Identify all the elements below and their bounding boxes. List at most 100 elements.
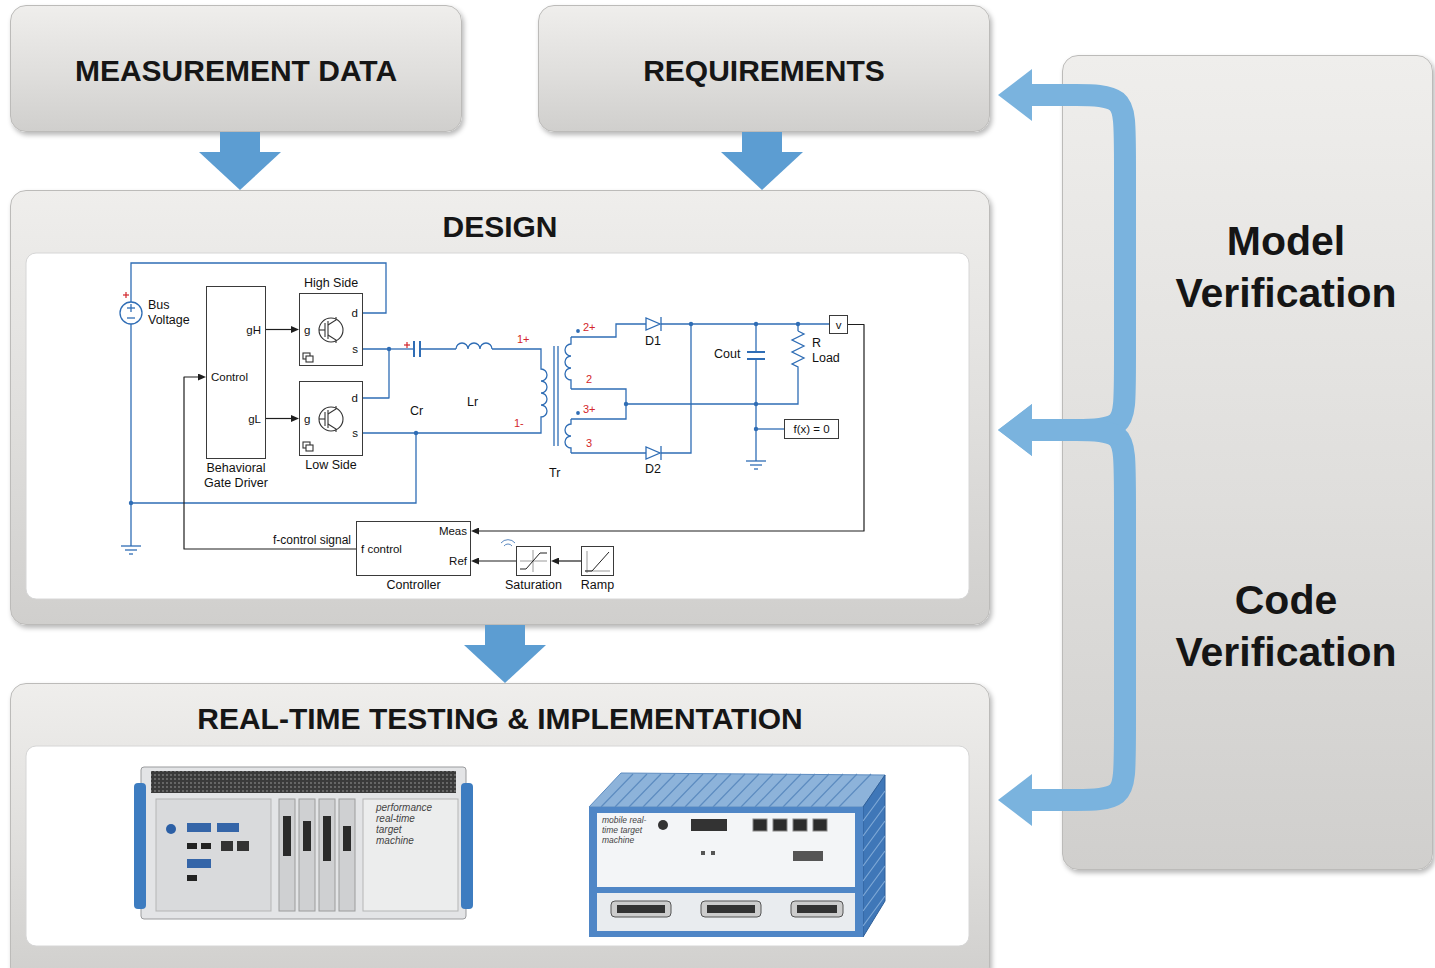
transformer-symbol (541, 365, 547, 425)
diode-symbol (660, 446, 661, 460)
voltage-source-symbol (120, 302, 142, 324)
polarity-dot (576, 329, 580, 415)
igbt-symbol (328, 317, 336, 325)
voltage-source-symbol (127, 317, 135, 318)
stage-title: DESIGN (11, 209, 989, 245)
pin-label: 1+ (517, 333, 530, 346)
rack-target-machine (134, 767, 473, 919)
mobile-target-machine (597, 893, 855, 931)
port-label: s (352, 427, 358, 441)
mobile-target-machine (863, 775, 885, 937)
mobile-target-machine (658, 820, 668, 830)
stage-box: REAL-TIME TESTING & IMPLEMENTATION (10, 683, 990, 968)
mobile-target-machine (793, 819, 807, 831)
capacitor-symbol (419, 341, 421, 357)
igbt-symbol (324, 323, 325, 337)
port-label: s (352, 343, 358, 357)
inductor-symbol (456, 343, 492, 349)
junction-dot (754, 402, 758, 406)
ramp-block: Ramp (581, 546, 614, 576)
rack-target-machine (217, 823, 239, 832)
ground-symbol (129, 553, 133, 554)
circuit-wire (363, 349, 389, 398)
igbt-symbol (319, 318, 343, 342)
flow-arrow (485, 625, 525, 645)
mobile-target-machine (813, 819, 827, 831)
transformer-symbol (557, 346, 558, 446)
block-caption: Ramp (581, 578, 614, 593)
voltage-sensor-block: v (829, 315, 848, 334)
igbt-block: gdsLow Side (299, 381, 363, 456)
mobile-target-machine (701, 901, 761, 917)
pin-label: 2+ (583, 321, 596, 334)
ramp-symbol (585, 552, 609, 571)
igbt-symbol (306, 356, 313, 362)
block-caption: High Side (304, 276, 358, 291)
polarity-mark (123, 292, 410, 348)
ground-symbol (754, 468, 758, 469)
junction-dot (387, 347, 391, 351)
inductor-symbol (456, 343, 492, 349)
capacitor-symbol (747, 351, 765, 353)
igbt-symbol (319, 407, 343, 431)
block-caption: Controller (386, 578, 440, 593)
port-label: f control (361, 543, 402, 557)
mobile-target-machine (617, 905, 665, 913)
rack-target-machine (343, 826, 351, 851)
mobile-target-machine (701, 851, 705, 855)
signal-line (479, 325, 864, 532)
schematic-panel (26, 253, 969, 599)
stage-box: DESIGN gHControlgLBehavioral Gate Driver H… (10, 190, 990, 625)
mobile-target-machine (589, 773, 885, 937)
flow-arrow (742, 132, 782, 152)
signal-label: f-control signal (272, 533, 352, 547)
diode-symbol (660, 317, 661, 331)
rack-target-machine (141, 767, 466, 919)
hardware-panel (26, 746, 969, 946)
igbt-symbol (328, 424, 336, 432)
pin-label: 1- (514, 417, 524, 430)
circuit-wire (661, 323, 829, 324)
mobile-target-machine (601, 774, 871, 807)
mobile-target-machine (707, 905, 755, 913)
block-caption: Saturation (505, 578, 562, 593)
mobile-target-machine (611, 901, 671, 917)
resistor-symbol (792, 331, 804, 371)
circuit-wire (756, 428, 784, 429)
rack-target-machine (187, 843, 197, 849)
ground-symbol (121, 545, 141, 546)
rack-target-machine (187, 859, 211, 868)
stage-title: MEASUREMENT DATA (11, 53, 461, 89)
mobile-target-machine (753, 819, 767, 831)
polarity-mark (406, 342, 407, 348)
circuit-wire (131, 433, 416, 503)
rack-target-machine (299, 799, 315, 911)
signal-line (266, 418, 291, 419)
verification-label: Code Verification (1146, 574, 1426, 678)
circuit-schematic (11, 191, 991, 626)
igbt-symbol (319, 418, 325, 419)
wireless-icon (504, 544, 512, 546)
igbt-symbol (319, 329, 325, 330)
ground-symbol (125, 549, 137, 550)
junction-dot (129, 322, 800, 505)
circuit-wire (626, 371, 798, 404)
mobile-target-machine (691, 819, 727, 831)
circuit-wire (661, 324, 691, 453)
rack-target-machine (134, 783, 146, 909)
hardware-panel (26, 746, 969, 946)
signal-line (479, 560, 516, 561)
schematic-panel (26, 253, 969, 599)
diode-symbol (646, 317, 661, 460)
port-label: v (830, 319, 847, 333)
ground-symbol (750, 464, 762, 465)
voltage-source-symbol (120, 302, 142, 324)
igbt-symbol (327, 410, 328, 428)
rack-target-machine (201, 843, 211, 849)
junction-dot (754, 427, 758, 431)
gate-driver-block: gHControlgLBehavioral Gate Driver (206, 286, 266, 459)
circuit-wire (571, 452, 646, 453)
rack-target-machine (303, 821, 311, 851)
transformer-symbol (541, 337, 571, 453)
